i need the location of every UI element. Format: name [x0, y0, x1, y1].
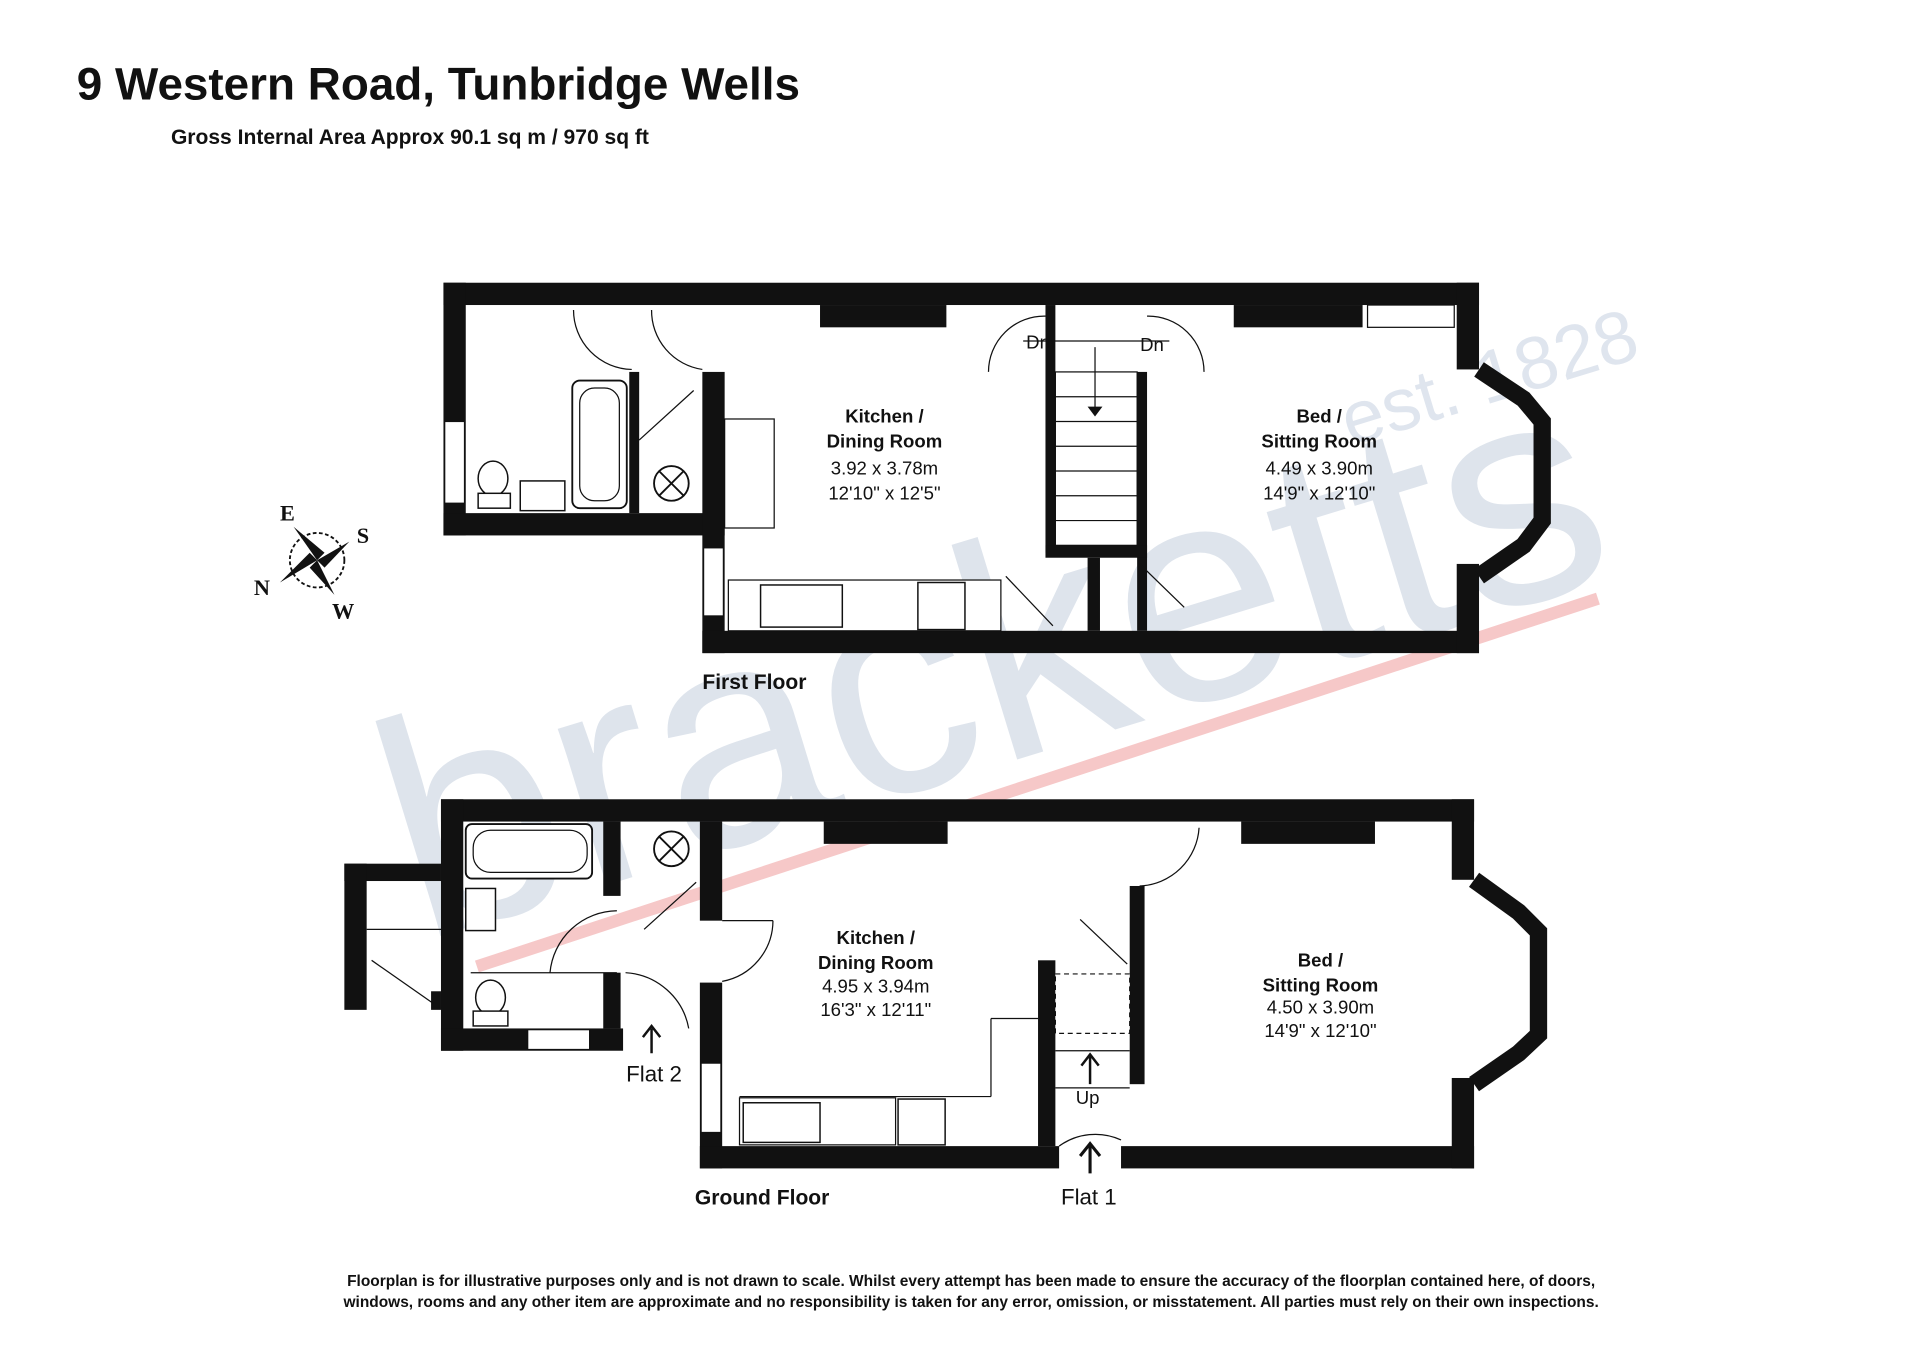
page-title: 9 Western Road, Tunbridge Wells [77, 58, 800, 109]
first-stairs-dn-left: Dn [1026, 331, 1050, 352]
first-floor-plan [443, 282, 1551, 654]
ground-bed-name: Bed / [1298, 950, 1343, 971]
first-kitchen-name2: Dining Room [827, 430, 943, 451]
ground-floor-plan [344, 799, 1548, 1174]
entrance-flat-1: Flat 1 [1061, 1184, 1117, 1209]
ground-floor-label: Ground Floor [695, 1186, 829, 1209]
compass-w: W [332, 598, 354, 623]
compass-n: N [254, 575, 270, 600]
first-bed-name2: Sitting Room [1261, 430, 1377, 451]
entrance-flat-2: Flat 2 [626, 1062, 682, 1087]
disclaimer: Floorplan is for illustrative purposes o… [343, 1273, 1599, 1311]
compass-icon: E S N W [254, 501, 369, 624]
first-bed-imperial: 14'9" x 12'10" [1263, 483, 1375, 504]
first-kitchen-name: Kitchen / [845, 406, 923, 427]
disclaimer-line-1: Floorplan is for illustrative purposes o… [347, 1273, 1595, 1290]
disclaimer-line-2: windows, rooms and any other item are ap… [343, 1294, 1599, 1311]
first-bed-metric: 4.49 x 3.90m [1266, 458, 1373, 479]
first-floor-labels: Dn Dn Kitchen / Dining Room 3.92 x 3.78m… [702, 331, 1377, 694]
first-bed-name: Bed / [1297, 406, 1342, 427]
compass-s: S [357, 523, 369, 548]
ground-stairs-up: Up [1076, 1087, 1100, 1108]
compass-e: E [280, 501, 295, 526]
ground-floor-labels: Kitchen / Dining Room 4.95 x 3.94m 16'3"… [626, 927, 1378, 1209]
ground-kitchen-imperial: 16'3" x 12'11" [820, 999, 931, 1020]
first-kitchen-imperial: 12'10" x 12'5" [828, 483, 940, 504]
ground-bed-metric: 4.50 x 3.90m [1267, 997, 1374, 1018]
ground-bed-name2: Sitting Room [1263, 974, 1379, 995]
watermark-line [474, 592, 1600, 973]
ground-bed-imperial: 14'9" x 12'10" [1264, 1020, 1376, 1041]
first-floor-label: First Floor [702, 671, 806, 694]
ground-kitchen-metric: 4.95 x 3.94m [822, 976, 929, 997]
page-subtitle: Gross Internal Area Approx 90.1 sq m / 9… [171, 126, 649, 149]
first-stairs-dn-right: Dn [1140, 334, 1164, 355]
ground-kitchen-name2: Dining Room [818, 952, 934, 973]
ground-kitchen-name: Kitchen / [837, 927, 915, 948]
first-kitchen-metric: 3.92 x 3.78m [831, 458, 938, 479]
